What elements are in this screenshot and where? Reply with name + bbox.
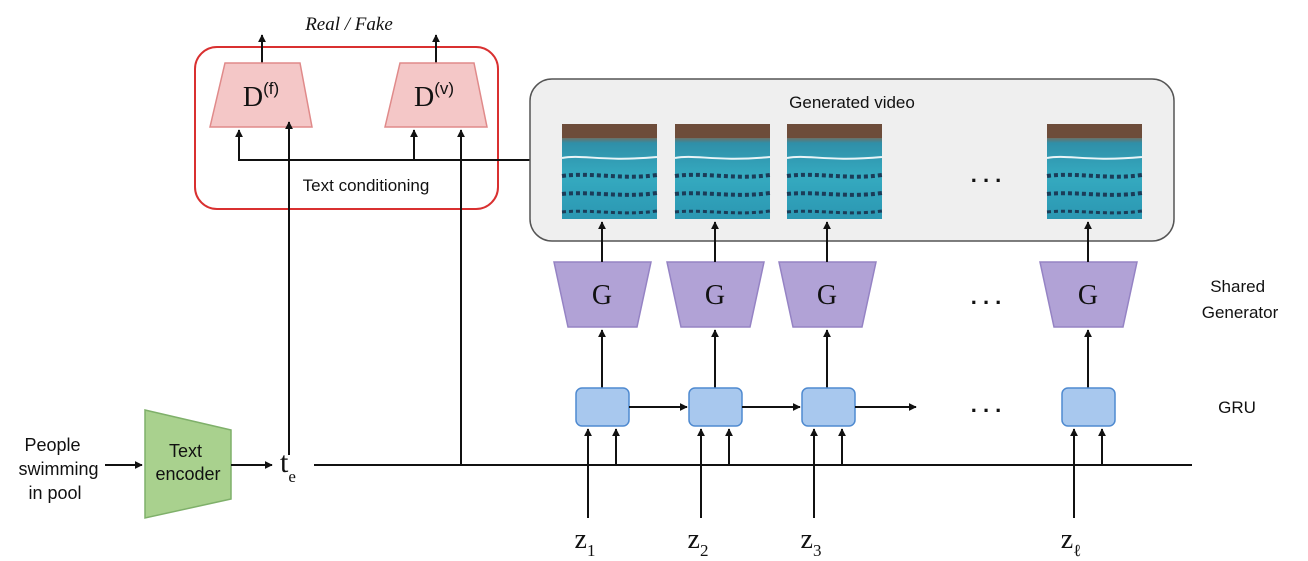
z3-label: z3 [801, 524, 822, 560]
video-feed-line [235, 129, 530, 161]
input-text-label: People swimming in pool [18, 435, 103, 503]
generator: G [778, 261, 877, 328]
generator: G [553, 261, 652, 328]
text-conditioning-label: Text conditioning [303, 176, 430, 195]
svg-text:G: G [592, 280, 612, 311]
svg-text:G: G [817, 280, 837, 311]
svg-text:D(v): D(v) [414, 79, 454, 113]
shared-generator-label: Shared Generator [1202, 277, 1279, 322]
generated-video-label: Generated video [789, 93, 915, 112]
gru-cell [801, 387, 856, 427]
svg-text:Text encoder: Text encoder [155, 441, 220, 484]
svg-text:D(f): D(f) [243, 79, 279, 113]
video-frame [1046, 124, 1143, 219]
te-label: te [280, 446, 296, 486]
video-frame [786, 124, 883, 219]
discriminator-video: D(v) [384, 62, 488, 128]
svg-text:G: G [705, 280, 725, 311]
z1-label: z1 [575, 524, 596, 560]
generator: G [666, 261, 765, 328]
video-frame [561, 124, 658, 219]
z2-label: z2 [688, 524, 709, 560]
gru-ellipsis: . . . [971, 392, 1002, 417]
generators-ellipsis: . . . [971, 284, 1002, 309]
frames-ellipsis: . . . [971, 162, 1002, 187]
real-fake-label: Real / Fake [304, 14, 393, 35]
video-frame [674, 124, 771, 219]
gru-cell [1061, 387, 1116, 427]
svg-text:G: G [1078, 280, 1098, 311]
gru-cell [575, 387, 630, 427]
text-conditioning-box [194, 46, 499, 210]
generator: G [1039, 261, 1138, 328]
zl-label: zℓ [1061, 524, 1082, 560]
gru-cell [688, 387, 743, 427]
gru-label: GRU [1218, 398, 1256, 417]
discriminator-frame: D(f) [209, 62, 313, 128]
text-encoder: Text encoder [144, 409, 232, 519]
